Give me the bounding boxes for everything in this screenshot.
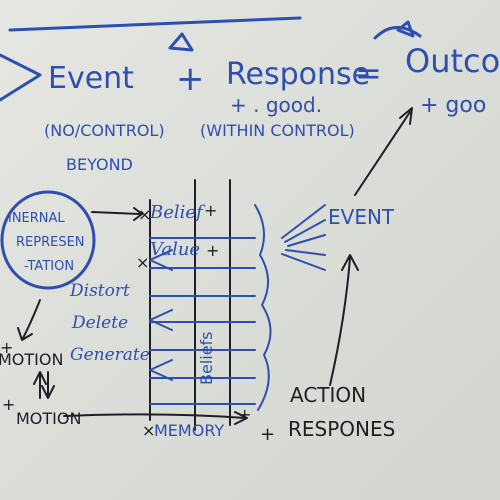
arrow-action-to-event — [329, 254, 359, 386]
plus-sign: + — [204, 201, 217, 220]
grid-left-arrows — [149, 249, 173, 381]
arrow-circle-to-emotion — [17, 299, 41, 341]
grid-horizontal-lines — [149, 237, 256, 405]
emotion-label: MOTION — [0, 350, 63, 369]
emotion-motion-arrows — [33, 371, 55, 399]
top-line — [8, 16, 302, 32]
process-generate: Generate — [70, 345, 150, 365]
formula-event: Event — [48, 61, 134, 96]
no-control-note: (NO/CONTROL) — [44, 121, 165, 140]
motion-label: MOTION — [16, 409, 81, 428]
plus-sign: + — [238, 405, 251, 424]
cross-mark: × — [136, 253, 149, 272]
internal-label-2: REPRESEN — [16, 235, 85, 250]
grid-right-brace — [254, 204, 272, 411]
process-distort: Distort — [69, 281, 130, 301]
process-delete: Delete — [71, 313, 128, 333]
formula-equals: = — [355, 54, 382, 92]
left-arrow-head — [0, 53, 42, 102]
plus-sign: + — [0, 338, 13, 357]
outcome-delta-symbol — [373, 20, 422, 40]
beyond-note: BEYOND — [66, 155, 133, 174]
outcome-note: + goo — [420, 93, 486, 118]
internal-representation-circle — [0, 190, 96, 290]
internal-label-3: -TATION — [24, 259, 74, 274]
cross-mark: × — [142, 421, 155, 440]
arrow-motion-to-memory — [63, 411, 248, 425]
plus-sign: + — [260, 424, 275, 445]
filter-grid — [149, 179, 272, 431]
plus-sign: + — [206, 241, 219, 260]
arrow-circle-to-belief — [91, 207, 143, 221]
response-note: + . good. — [230, 93, 322, 117]
internal-label-1: INERNAL — [8, 211, 65, 226]
grid-vertical-lines — [149, 179, 231, 431]
cross-mark: × — [138, 205, 151, 224]
value-label: Value — [150, 239, 200, 260]
event-label: EVENT — [328, 205, 395, 229]
within-control-note: (WITHIN CONTROL) — [200, 121, 355, 140]
filter-vertical-label: Beliefs — [197, 331, 216, 385]
belief-label: Belief — [149, 202, 206, 223]
event-rays — [281, 204, 326, 271]
memory-label: MEMORY — [154, 421, 224, 440]
formula-response: Response — [226, 57, 370, 92]
action-label: ACTION — [290, 383, 366, 407]
formula-outcome: Outco — [405, 42, 500, 80]
plus-sign: + — [2, 395, 15, 414]
arrow-event-to-outcome — [354, 107, 413, 196]
formula-plus: + — [176, 59, 205, 99]
delta-symbol — [168, 32, 194, 52]
response-label: RESPONES — [288, 417, 395, 441]
